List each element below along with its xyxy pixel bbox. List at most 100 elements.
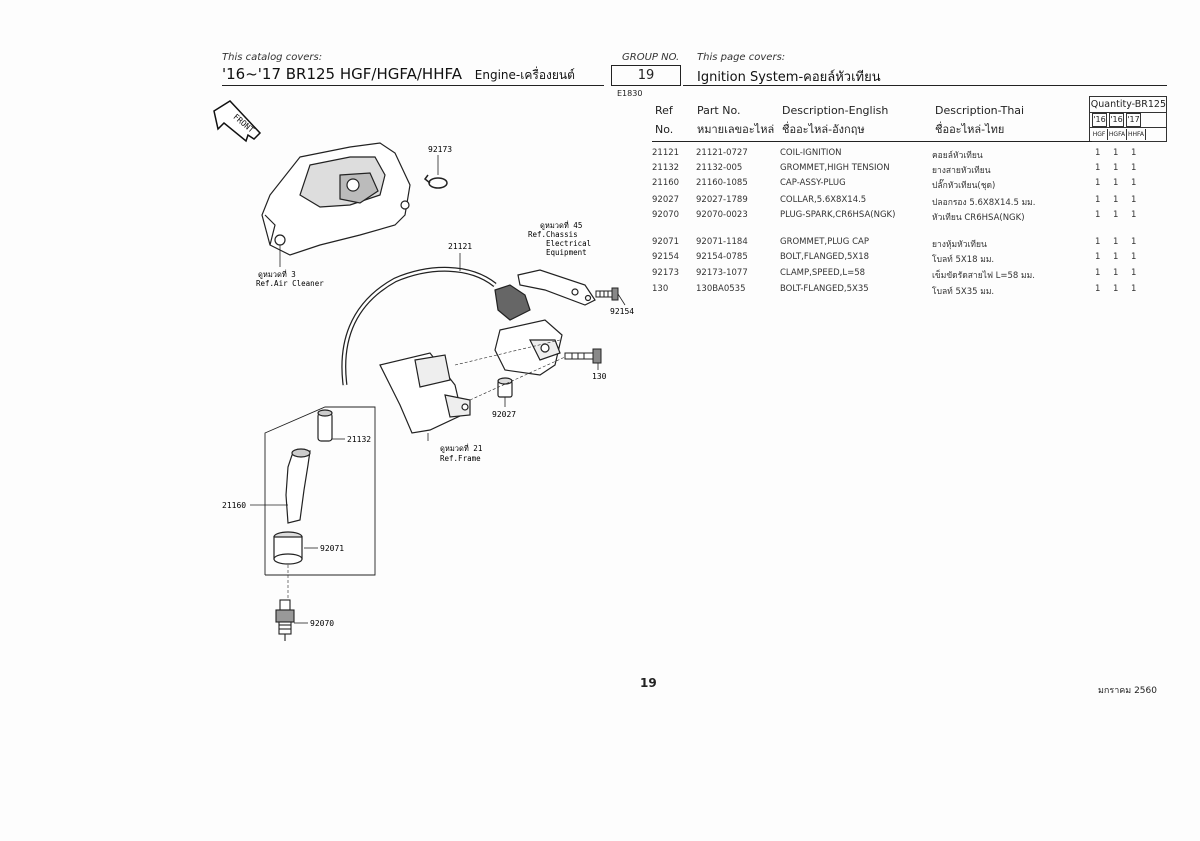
row-ref: 21121 [652, 148, 680, 158]
label-92071: 92071 [320, 544, 344, 553]
row-part-no: 130BA0535 [696, 284, 746, 294]
model-3: HHFA [1127, 129, 1146, 140]
front-arrow-icon: FRONT [213, 100, 262, 143]
row-qty-2: 1 [1113, 195, 1119, 205]
row-qty-1: 1 [1095, 268, 1101, 278]
row-ref: 21160 [652, 178, 680, 188]
row-qty-1: 1 [1095, 210, 1101, 220]
row-ref: 92027 [652, 195, 680, 205]
model-2: HGFA [1108, 129, 1127, 140]
row-ref: 92154 [652, 252, 680, 262]
row-desc-th: ยางสายหัวเทียน [932, 166, 991, 176]
label-21132: 21132 [347, 435, 371, 444]
catalog-title: '16~'17 BR125 HGF/HGFA/HHFA Engine-เครื่… [222, 65, 575, 85]
grommet-21132 [317, 409, 333, 442]
bolt-92154 [595, 287, 619, 301]
row-part-no: 21121-0727 [696, 148, 748, 158]
row-qty-3: 1 [1131, 268, 1137, 278]
grommet-92071 [273, 531, 303, 565]
row-qty-2: 1 [1113, 284, 1119, 294]
row-desc-th: หัวเทียน CR6HSA(NGK) [932, 213, 1025, 223]
row-qty-2: 1 [1113, 148, 1119, 158]
ref-air-line1: ดูหมวดที่ 3 [258, 269, 296, 279]
row-part-no: 92070-0023 [696, 210, 748, 220]
collar-92027 [497, 377, 513, 398]
plug-cap-21160 [285, 448, 311, 524]
quantity-box: Quantity-BR125 '16 '16 '17 HGF HGFA HHFA [1089, 96, 1167, 142]
col-part-header: Part No. หมายเลขอะไหล่ [697, 101, 774, 139]
exploded-diagram: FRONT 92173 ดูหมวดที่ 3 Ref.Air Cleaner … [213, 100, 634, 641]
page-title: Ignition System-คอยล์หัวเทียน [697, 70, 881, 85]
spark-plug-92070 [275, 599, 295, 641]
row-qty-2: 1 [1113, 268, 1119, 278]
label-92154: 92154 [610, 307, 634, 316]
bolt-130 [564, 348, 602, 364]
col-part-line2: หมายเลขอะไหล่ [697, 123, 775, 136]
row-desc-en: COIL-IGNITION [780, 148, 842, 158]
row-qty-1: 1 [1095, 178, 1101, 188]
row-desc-en: BOLT,FLANGED,5X18 [780, 252, 870, 262]
label-92070: 92070 [310, 619, 334, 628]
ignition-coil-21121 [341, 266, 563, 386]
label-130: 130 [592, 372, 607, 381]
ref-frame-line2: Ref.Frame [440, 454, 481, 463]
row-ref: 130 [652, 284, 669, 294]
row-desc-en: GROMMET,PLUG CAP [780, 237, 869, 247]
row-desc-th: เข็มขัดรัดสายไฟ L=58 มม. [932, 271, 1035, 281]
table-header-underline [652, 141, 1092, 142]
row-qty-3: 1 [1131, 195, 1137, 205]
row-desc-en: CLAMP,SPEED,L=58 [780, 268, 866, 278]
row-ref: 92071 [652, 237, 680, 247]
row-desc-en: PLUG-SPARK,CR6HSA(NGK) [780, 210, 896, 220]
row-desc-en: BOLT-FLANGED,5X35 [780, 284, 869, 294]
model-1: HGF [1091, 129, 1108, 140]
header-underline-left [222, 85, 604, 86]
row-desc-th: ยางหุ้มหัวเทียน [932, 240, 987, 250]
col-ref-line2: No. [655, 123, 674, 136]
row-part-no: 92173-1077 [696, 268, 748, 278]
row-qty-3: 1 [1131, 163, 1137, 173]
ref-frame-line1: ดูหมวดที่ 21 [440, 443, 482, 453]
col-desc-th-line1: Description-Thai [935, 104, 1025, 117]
row-qty-1: 1 [1095, 148, 1101, 158]
row-qty-3: 1 [1131, 148, 1137, 158]
row-qty-3: 1 [1131, 237, 1137, 247]
row-desc-en: CAP-ASSY-PLUG [780, 178, 846, 188]
row-qty-1: 1 [1095, 163, 1101, 173]
page-number: 19 [640, 676, 657, 690]
row-desc-th: โบลท์ 5X35 มม. [932, 287, 995, 297]
row-desc-th: ปลอกรอง 5.6X8X14.5 มม. [932, 198, 1036, 208]
group-no-label: GROUP NO. [622, 52, 680, 63]
ref-chassis-line4: Equipment [546, 248, 587, 257]
section-name: Engine-เครื่องยนต์ [474, 68, 575, 82]
row-part-no: 92027-1789 [696, 195, 748, 205]
col-part-line1: Part No. [697, 104, 741, 117]
ref-air-line2: Ref.Air Cleaner [256, 279, 324, 288]
clamp-92173 [423, 174, 448, 189]
row-ref: 21132 [652, 163, 680, 173]
models-row: HGF HGFA HHFA [1090, 127, 1166, 140]
label-21121: 21121 [448, 242, 472, 251]
years-row: '16 '16 '17 [1090, 113, 1166, 127]
row-qty-2: 1 [1113, 163, 1119, 173]
quantity-title-text: Quantity-BR125 [1090, 99, 1166, 110]
row-qty-3: 1 [1131, 252, 1137, 262]
row-qty-1: 1 [1095, 284, 1101, 294]
ref-chassis-line3: Electrical [546, 239, 591, 248]
row-qty-3: 1 [1131, 210, 1137, 220]
diagram-code: E1830 [617, 89, 643, 98]
row-part-no: 92071-1184 [696, 237, 748, 247]
row-ref: 92173 [652, 268, 680, 278]
label-92173: 92173 [428, 145, 452, 154]
col-desc-th-header: Description-Thai ชื่ออะไหล่-ไทย [935, 101, 1024, 139]
air-cleaner-housing [261, 142, 411, 256]
label-92027: 92027 [492, 410, 516, 419]
group-no-box: 19 [611, 65, 681, 86]
row-qty-2: 1 [1113, 210, 1119, 220]
col-desc-en-line1: Description-English [782, 104, 889, 117]
header-underline-right [683, 85, 1167, 86]
col-desc-en-line2: ชื่ออะไหล่-อังกฤษ [782, 123, 865, 136]
catalog-title-text: '16~'17 BR125 HGF/HGFA/HHFA [222, 65, 462, 83]
row-desc-en: GROMMET,HIGH TENSION [780, 163, 890, 173]
page-covers-label: This page covers: [697, 52, 786, 63]
